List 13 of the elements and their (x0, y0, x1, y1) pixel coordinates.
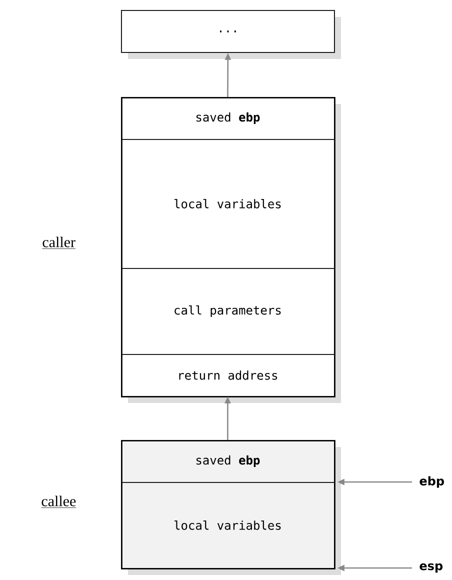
register-label: esp (420, 563, 443, 573)
stack-cell: saved ebp (196, 455, 260, 467)
stack-cell: return address (179, 370, 278, 380)
frame-label: caller (42, 236, 76, 249)
stack-frame (121, 440, 341, 575)
stack-frame (121, 97, 341, 403)
frame-label: callee (41, 496, 76, 508)
stack-cell: local variables (174, 199, 281, 208)
register-label: ebp (420, 476, 444, 488)
stack-cell: local variables (174, 520, 281, 530)
stack-box: ... (121, 10, 341, 59)
stack-cell: saved ebp (196, 112, 260, 124)
stack-cell: call parameters (174, 305, 281, 318)
